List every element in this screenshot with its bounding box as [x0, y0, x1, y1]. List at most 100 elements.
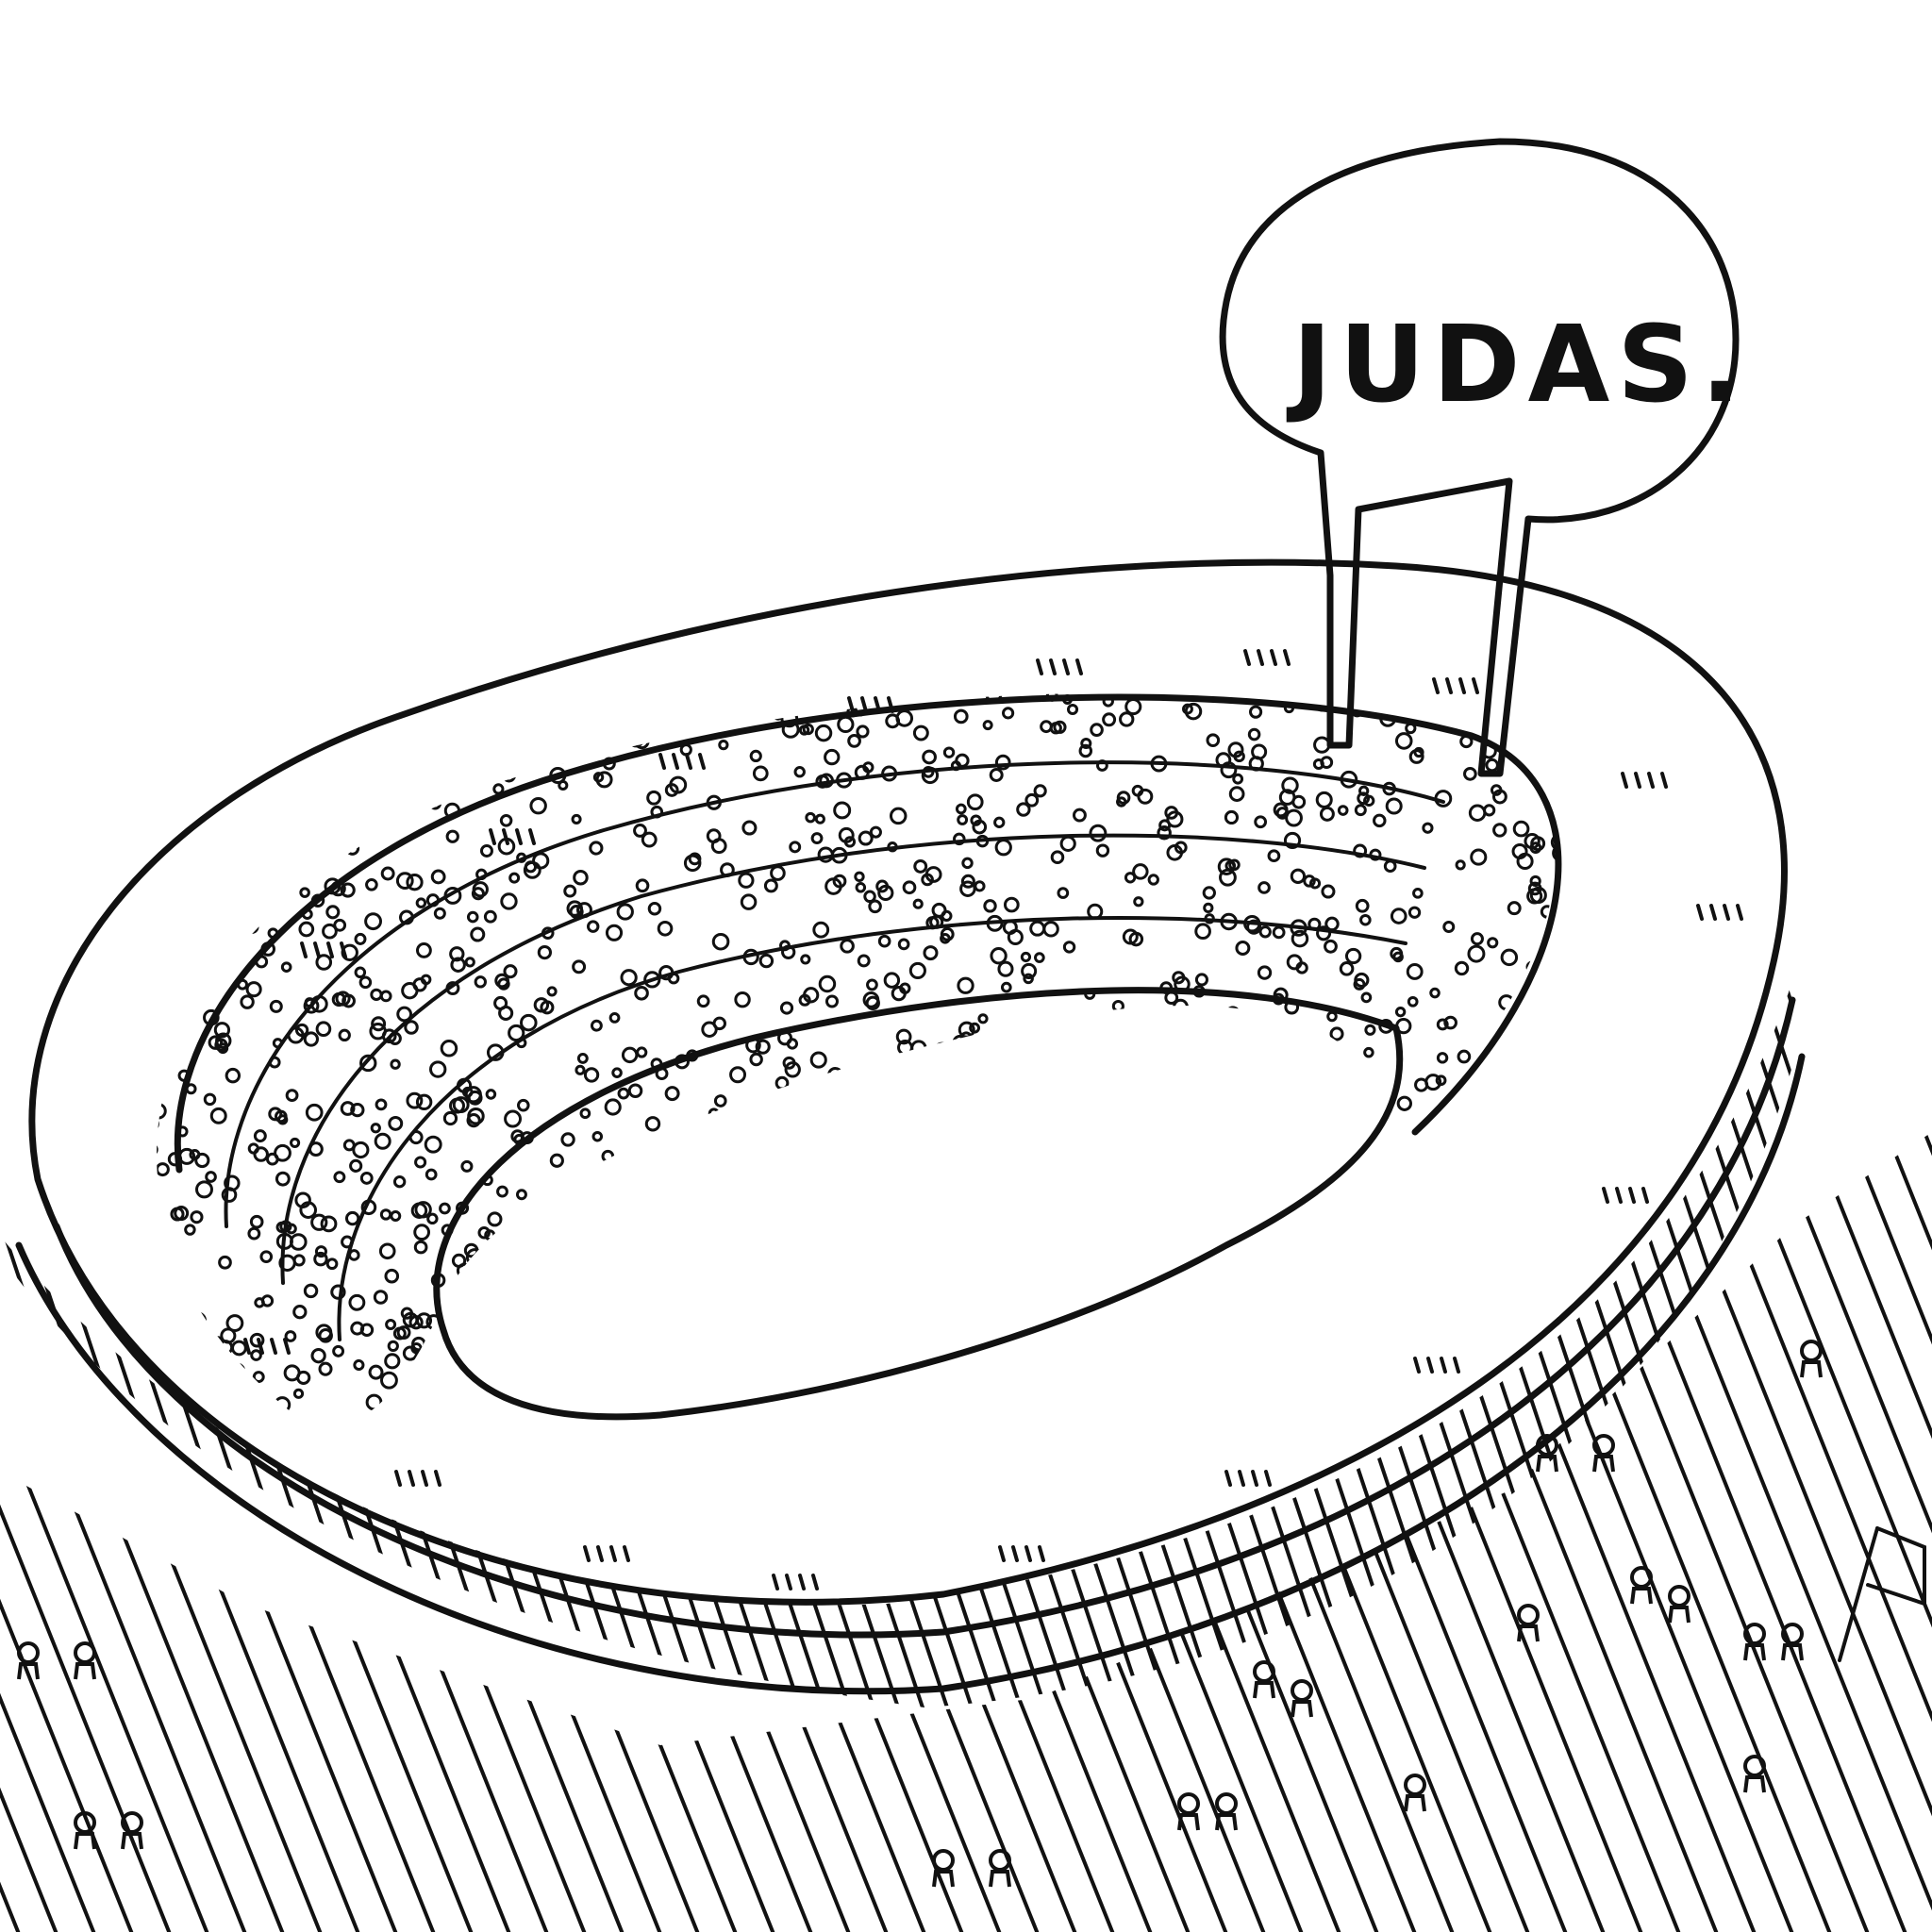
ground-hatch-line [0, 1132, 191, 1932]
crowd-dot [1566, 718, 1580, 732]
crowd-dot [1240, 1017, 1256, 1033]
crowd-dot [1457, 1049, 1472, 1064]
rim-tick [772, 1574, 779, 1591]
crowd-dot [379, 1208, 392, 1221]
crowd-dot [858, 830, 874, 846]
crowd-dot [1492, 823, 1507, 838]
crowd-dot [1549, 996, 1557, 1008]
crowd-dot [1487, 937, 1499, 949]
crowd-dot [861, 1098, 879, 1117]
crowd-dot [784, 1094, 801, 1111]
person-icon [989, 1849, 1011, 1888]
crowd-dot [449, 946, 465, 962]
crowd-dot [951, 1158, 965, 1172]
crowd-dot [238, 922, 251, 935]
crowd-dot [483, 909, 497, 924]
stadium-rim-inner-band [15, 1053, 1806, 1695]
crowd-dot [358, 975, 373, 990]
crowd-dot [491, 1305, 509, 1324]
crowd-dot [771, 708, 785, 721]
crowd-dot [285, 1089, 299, 1102]
crowd-dot [627, 730, 645, 748]
crowd-dot [704, 1159, 717, 1173]
crowd-dot [841, 1268, 855, 1282]
crowd-dot [380, 656, 394, 670]
rim-tick [623, 1545, 630, 1562]
crowd-dot [1118, 1239, 1132, 1253]
crowd-dot [829, 1413, 841, 1424]
crowd-dot [1333, 1176, 1349, 1193]
ground-hatch-line [1772, 1132, 1932, 1932]
stadium-field [433, 987, 1404, 1421]
crowd-dot [1563, 921, 1574, 931]
crowd-dot [761, 1373, 780, 1391]
crowd-dot [477, 1226, 491, 1240]
crowd-dot [1552, 844, 1557, 862]
crowd-dot [529, 746, 546, 762]
crowd-dot [762, 1204, 778, 1220]
crowd-dot [380, 866, 395, 881]
crowd-dot [626, 677, 641, 691]
crowd-dot [1604, 1101, 1618, 1115]
crowd-dot [170, 820, 183, 832]
crowd-dot [1363, 794, 1375, 807]
crowd-dot [1412, 1336, 1429, 1353]
crowd-dot [378, 1242, 396, 1260]
crowd-dot [1451, 1130, 1463, 1142]
person-icon [1517, 1604, 1540, 1642]
crowd-dot [1320, 756, 1334, 769]
crowd-dot [175, 795, 189, 809]
crowd-dot [425, 1168, 438, 1181]
crowd-dot [157, 1318, 162, 1337]
crowd-dot [1214, 1363, 1230, 1379]
crowd-dot [1090, 723, 1104, 737]
crowd-dot [365, 1393, 383, 1411]
crowd-dot [953, 832, 966, 846]
crowd-dot [752, 1354, 769, 1371]
crowd-dot [673, 1295, 688, 1310]
crowd-dot [601, 1149, 615, 1163]
crowd-dot [646, 790, 661, 806]
crowd-dot [1414, 1161, 1425, 1173]
crowd-dot [348, 1293, 366, 1311]
crowd-dot [789, 841, 802, 854]
crowd-dot [1561, 724, 1571, 734]
person-icon [74, 1811, 96, 1850]
crowd-dot [413, 1240, 428, 1255]
crowd-dot [157, 711, 164, 728]
crowd-dot [415, 1312, 433, 1329]
crowd-dot [157, 766, 167, 783]
crowd-dot [626, 1357, 641, 1373]
crowd-dot [561, 669, 571, 678]
crowd-dot [1227, 1060, 1242, 1075]
crowd-dot [858, 1267, 874, 1283]
crowd-dot [597, 697, 613, 714]
crowd-dot [657, 1245, 668, 1257]
crowd-dot [592, 772, 605, 783]
crowd-dot [167, 1404, 182, 1418]
crowd-dot [1137, 788, 1154, 805]
crowd-dot [255, 697, 273, 715]
crowd-dot [1236, 1024, 1247, 1036]
crowd-dot [400, 718, 414, 732]
crowd-dot [957, 976, 974, 994]
crowd-dot [259, 779, 275, 794]
crowd-dot [157, 692, 161, 706]
person-icon [1253, 1660, 1275, 1699]
crowd-dot [613, 1324, 627, 1339]
crowd-dot [693, 1281, 705, 1293]
crowd-dot [390, 1058, 401, 1070]
crowd-dot [664, 783, 679, 797]
crowd-dot [564, 1198, 579, 1213]
crowd-dot [351, 793, 368, 811]
crowd-dot [734, 991, 751, 1008]
crowd-dot [1060, 1020, 1073, 1031]
crowd-dot [240, 825, 253, 838]
crowd-dot [814, 724, 833, 742]
crowd-dot [855, 882, 867, 893]
crowd-dot [645, 1250, 659, 1264]
crowd-dot [1217, 1216, 1230, 1229]
crowd-dot [918, 1239, 934, 1255]
crowd-dot [728, 1324, 742, 1338]
crowd-dot [1050, 850, 1065, 864]
